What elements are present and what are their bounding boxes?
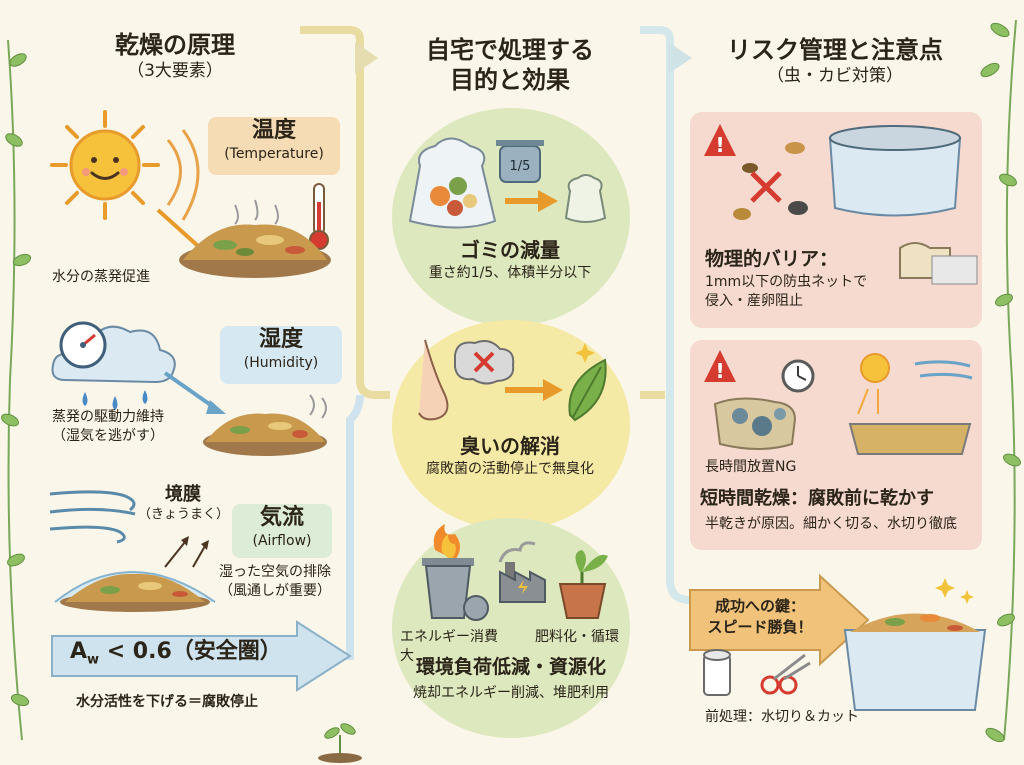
boundary-layer-pile-icon <box>54 571 216 612</box>
drying-food-pile-icon <box>179 199 331 278</box>
aw-threshold-text: < 0.6（安全圏） <box>99 639 282 664</box>
mold-title: 短時間乾燥：腐敗前に乾かす <box>700 488 934 509</box>
col1-title: 乾燥の原理 <box>115 31 235 59</box>
dried-food-container-icon <box>843 578 987 711</box>
boundary-layer-label: 境膜 （きょうまく） <box>138 484 230 523</box>
svg-text:!: ! <box>715 359 724 383</box>
col3-header: リスク管理と注意点 （虫・カビ対策） <box>700 35 970 87</box>
humidity-en-label: (Humidity) <box>243 355 319 371</box>
humidity-note-1: 蒸発の駆動力維持 <box>52 409 164 425</box>
humidity-gauge-cloud-icon <box>51 321 176 410</box>
env-note: 焼却エネルギー削減、堆肥利用 <box>413 685 609 701</box>
airflow-note-2: （風通しが重要） <box>219 583 331 599</box>
airflow-badge: 気流 (Airflow) <box>232 504 332 558</box>
env-label-right: 肥料化・循環 <box>535 629 619 645</box>
key-line-2: スピード勝負！ <box>707 618 813 636</box>
env-title: 環境負荷低減・資源化 <box>415 656 606 678</box>
incinerator-plant-icon <box>422 524 608 621</box>
col2-title-1: 自宅で処理する <box>426 36 594 64</box>
odor-note: 腐敗菌の活動停止で無臭化 <box>426 461 594 477</box>
humidity-note-2: （湿気を逃がす） <box>52 428 164 444</box>
temperature-label: 温度 <box>251 118 296 143</box>
airflow-note-1: 湿った空気の排除 <box>219 564 331 580</box>
temperature-en-label: (Temperature) <box>224 146 324 162</box>
waste-note: 重さ約1/5、体積半分以下 <box>428 265 592 281</box>
barrier-note-1: 1mm以下の防虫ネットで <box>705 274 868 290</box>
odor-title: 臭いの解消 <box>460 434 560 458</box>
paper-towel-scissors-icon <box>703 649 811 696</box>
boundary-layer-jp: 境膜 <box>165 484 201 505</box>
airflow-note: 湿った空気の排除 （風通しが重要） <box>205 563 345 601</box>
env-circle-bg <box>392 518 630 738</box>
prep-note: 前処理：水切り＆カット <box>705 709 859 725</box>
drying-food-pile-2-icon <box>203 394 327 456</box>
humidity-label: 湿度 <box>258 327 303 352</box>
svg-text:!: ! <box>715 133 724 157</box>
aw-arrow-banner <box>51 620 352 692</box>
aw-threshold: Aw < 0.6（安全圏） <box>70 638 290 674</box>
sun-icon <box>50 110 160 220</box>
environment-circle <box>392 518 630 738</box>
aw-subscript: w <box>87 652 100 668</box>
wind-icon <box>49 490 136 544</box>
barrier-note-2: 侵入・産卵阻止 <box>705 293 803 309</box>
humidity-note: 蒸発の駆動力維持 （湿気を逃がす） <box>52 408 222 446</box>
mold-label: 長時間放置NG <box>705 459 797 475</box>
airflow-badge-bg <box>232 504 332 558</box>
key-message: 成功への鍵： スピード勝負！ <box>690 596 830 638</box>
col1-header: 乾燥の原理 （3大要素） <box>60 30 290 82</box>
waste-bag-scale-icon: 1/5 <box>408 137 607 229</box>
humidity-badge: 湿度 (Humidity) <box>220 326 342 384</box>
thermometer-icon <box>309 183 329 250</box>
temperature-badge: 温度 (Temperature) <box>208 117 340 175</box>
airflow-label: 気流 <box>259 505 304 530</box>
aw-note: 水分活性を下げる＝腐敗停止 <box>76 694 258 710</box>
boundary-layer-reading: （きょうまく） <box>138 507 230 522</box>
temperature-badge-bg <box>208 117 340 175</box>
mold-note: 半乾きが原因。細かく切る、水切り徹底 <box>705 516 957 532</box>
aw-symbol: A <box>70 639 88 664</box>
col2-header: 自宅で処理する 目的と効果 <box>400 35 620 95</box>
waste-title: ゴミの減量 <box>460 238 560 262</box>
insect-barrier-icon: ! <box>704 124 978 285</box>
airflow-en-label: (Airflow) <box>252 533 312 549</box>
humidity-badge-bg <box>220 326 342 384</box>
humidity-arrows-icon <box>163 371 226 414</box>
boundary-arrows-icon <box>164 536 209 568</box>
barrier-note: 1mm以下の防虫ネットで 侵入・産卵阻止 <box>705 273 885 311</box>
temperature-note: 水分の蒸発促進 <box>52 269 150 285</box>
col3-title: リスク管理と注意点 <box>727 36 943 64</box>
col1-subtitle: （3大要素） <box>127 61 223 81</box>
nose-leaf-icon <box>418 339 607 422</box>
barrier-title: 物理的バリア： <box>705 248 839 270</box>
scale-ratio-text: 1/5 <box>510 159 531 174</box>
col3-subtitle: （虫・カビ対策） <box>767 66 903 86</box>
col2-title-2: 目的と効果 <box>450 66 570 94</box>
key-line-1: 成功への鍵： <box>714 597 805 615</box>
env-label-left: エネルギー消費大 <box>400 629 498 664</box>
mold-drying-icon: ! <box>704 350 973 455</box>
